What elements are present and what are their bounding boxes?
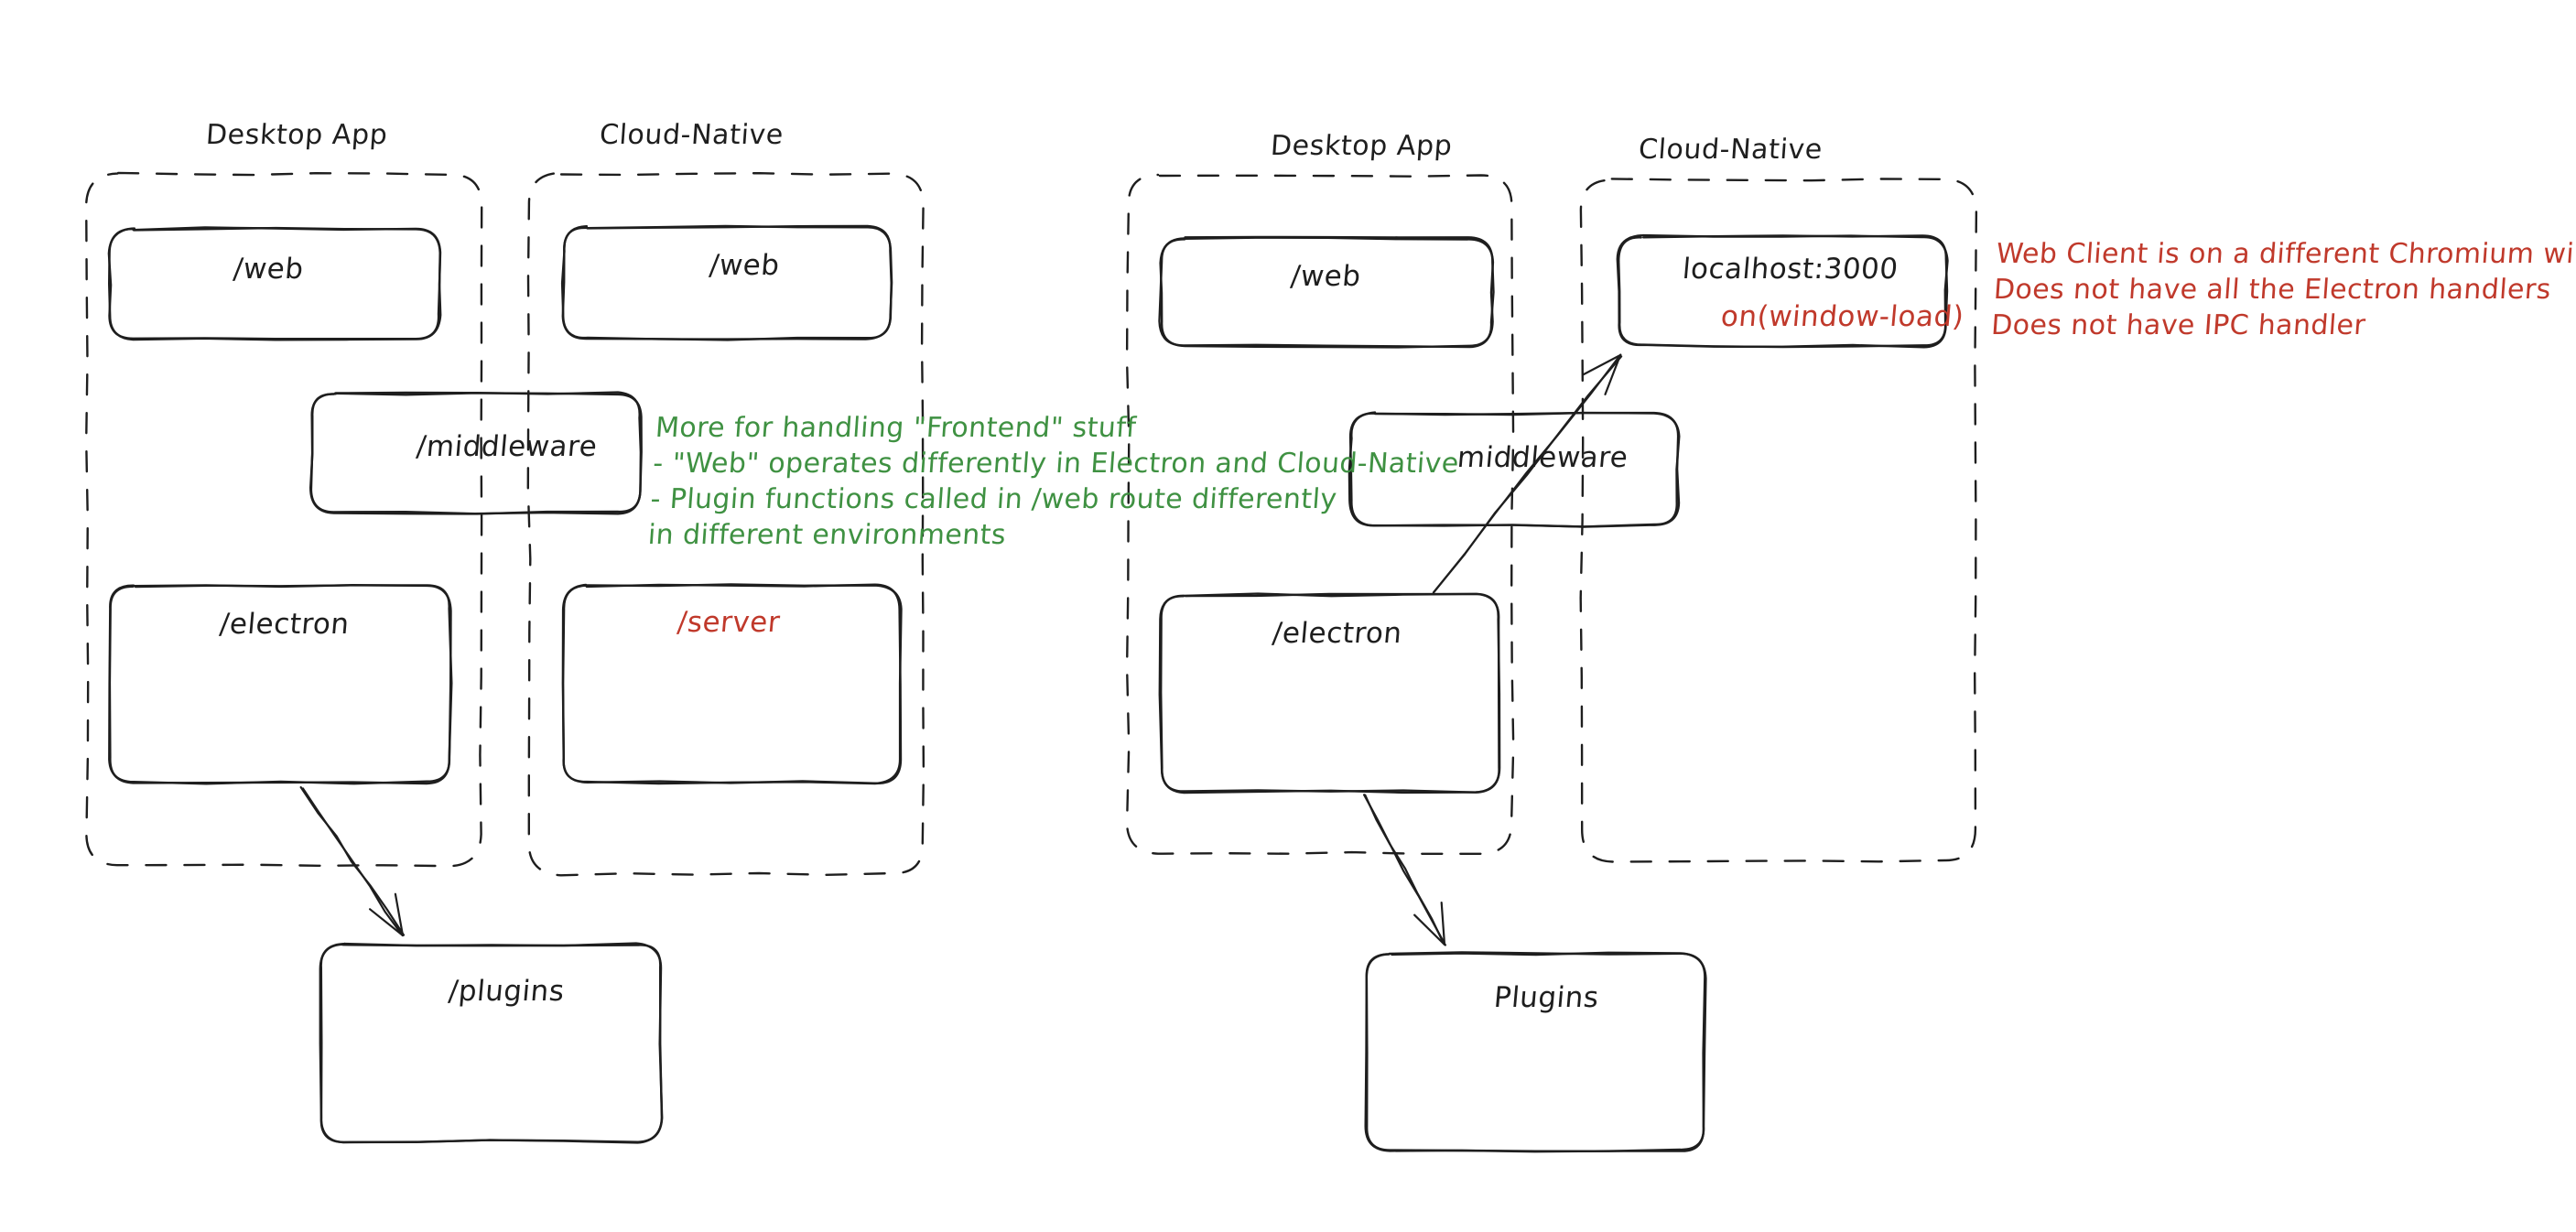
sketch-layer [85,171,1978,1153]
